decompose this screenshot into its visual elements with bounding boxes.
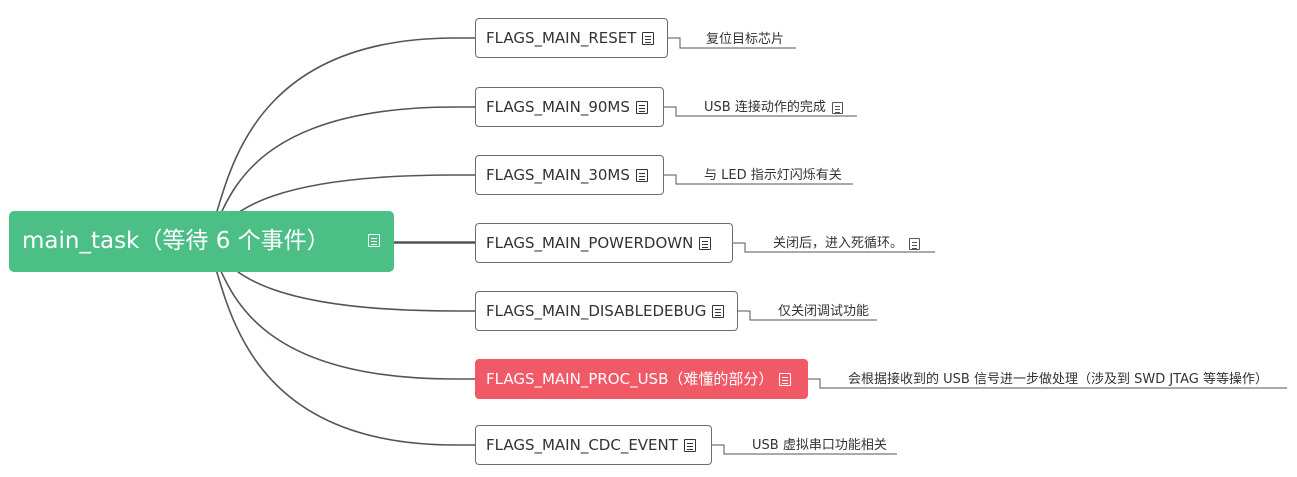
topic-label: FLAGS_MAIN_DISABLEDEBUG — [486, 302, 707, 320]
note-connector — [668, 37, 796, 49]
annotation-text: 关闭后，进入死循环。 — [773, 236, 904, 251]
topic-label: FLAGS_MAIN_CDC_EVENT — [486, 436, 678, 454]
note-icon[interactable] — [909, 237, 921, 250]
note-connector — [738, 310, 877, 321]
note-icon[interactable] — [635, 101, 648, 114]
topic-annotation: 仅关闭调试功能 — [778, 303, 869, 321]
note-icon[interactable] — [368, 234, 380, 247]
topic-annotation: USB 虚拟串口功能相关 — [752, 437, 887, 455]
topic-label: FLAGS_MAIN_RESET — [486, 29, 637, 47]
note-connector — [664, 174, 853, 185]
note-connector — [664, 106, 857, 117]
note-icon[interactable] — [635, 169, 648, 182]
topic-annotation: 会根据接收到的 USB 信号进一步做处理（涉及到 SWD JTAG 等等操作） — [848, 371, 1268, 389]
topic-annotation: 与 LED 指示灯闪烁有关 — [704, 167, 842, 185]
topic-annotation: 关闭后，进入死循环。 — [773, 235, 921, 253]
topic-node[interactable]: FLAGS_MAIN_DISABLEDEBUG — [475, 291, 738, 331]
annotation-text: 会根据接收到的 USB 信号进一步做处理（涉及到 SWD JTAG 等等操作） — [848, 372, 1268, 387]
note-icon[interactable] — [712, 305, 725, 318]
topic-node[interactable]: FLAGS_MAIN_RESET — [475, 18, 668, 58]
topic-label: FLAGS_MAIN_30MS — [486, 166, 630, 184]
topic-node[interactable]: FLAGS_MAIN_30MS — [475, 155, 664, 195]
topic-node[interactable]: FLAGS_MAIN_PROC_USB（难懂的部分） — [475, 359, 808, 399]
note-icon[interactable] — [779, 373, 792, 386]
annotation-text: 复位目标芯片 — [706, 32, 785, 47]
topic-annotation: USB 连接动作的完成 — [704, 99, 843, 117]
topic-label: FLAGS_MAIN_PROC_USB（难懂的部分） — [486, 370, 774, 388]
topic-node[interactable]: FLAGS_MAIN_90MS — [475, 87, 664, 127]
note-connector — [733, 242, 935, 253]
branch-connector — [199, 241, 475, 446]
note-icon[interactable] — [699, 237, 712, 250]
topic-node[interactable]: FLAGS_MAIN_CDC_EVENT — [475, 425, 712, 465]
annotation-text: USB 虚拟串口功能相关 — [752, 438, 887, 453]
topic-label: FLAGS_MAIN_POWERDOWN — [486, 234, 694, 252]
topic-label: FLAGS_MAIN_90MS — [486, 98, 630, 116]
note-connector — [712, 444, 897, 455]
root-label: main_task（等待 6 个事件） — [22, 228, 330, 254]
topic-annotation: 复位目标芯片 — [706, 31, 784, 49]
note-icon[interactable] — [683, 439, 696, 452]
topic-node[interactable]: FLAGS_MAIN_POWERDOWN — [475, 223, 733, 263]
note-connector — [808, 378, 1287, 389]
root-node[interactable]: main_task（等待 6 个事件） — [9, 211, 394, 272]
note-icon[interactable] — [642, 32, 655, 45]
annotation-text: USB 连接动作的完成 — [704, 100, 826, 115]
annotation-text: 仅关闭调试功能 — [778, 304, 870, 319]
annotation-text: 与 LED 指示灯闪烁有关 — [704, 168, 842, 183]
note-icon[interactable] — [831, 101, 843, 114]
